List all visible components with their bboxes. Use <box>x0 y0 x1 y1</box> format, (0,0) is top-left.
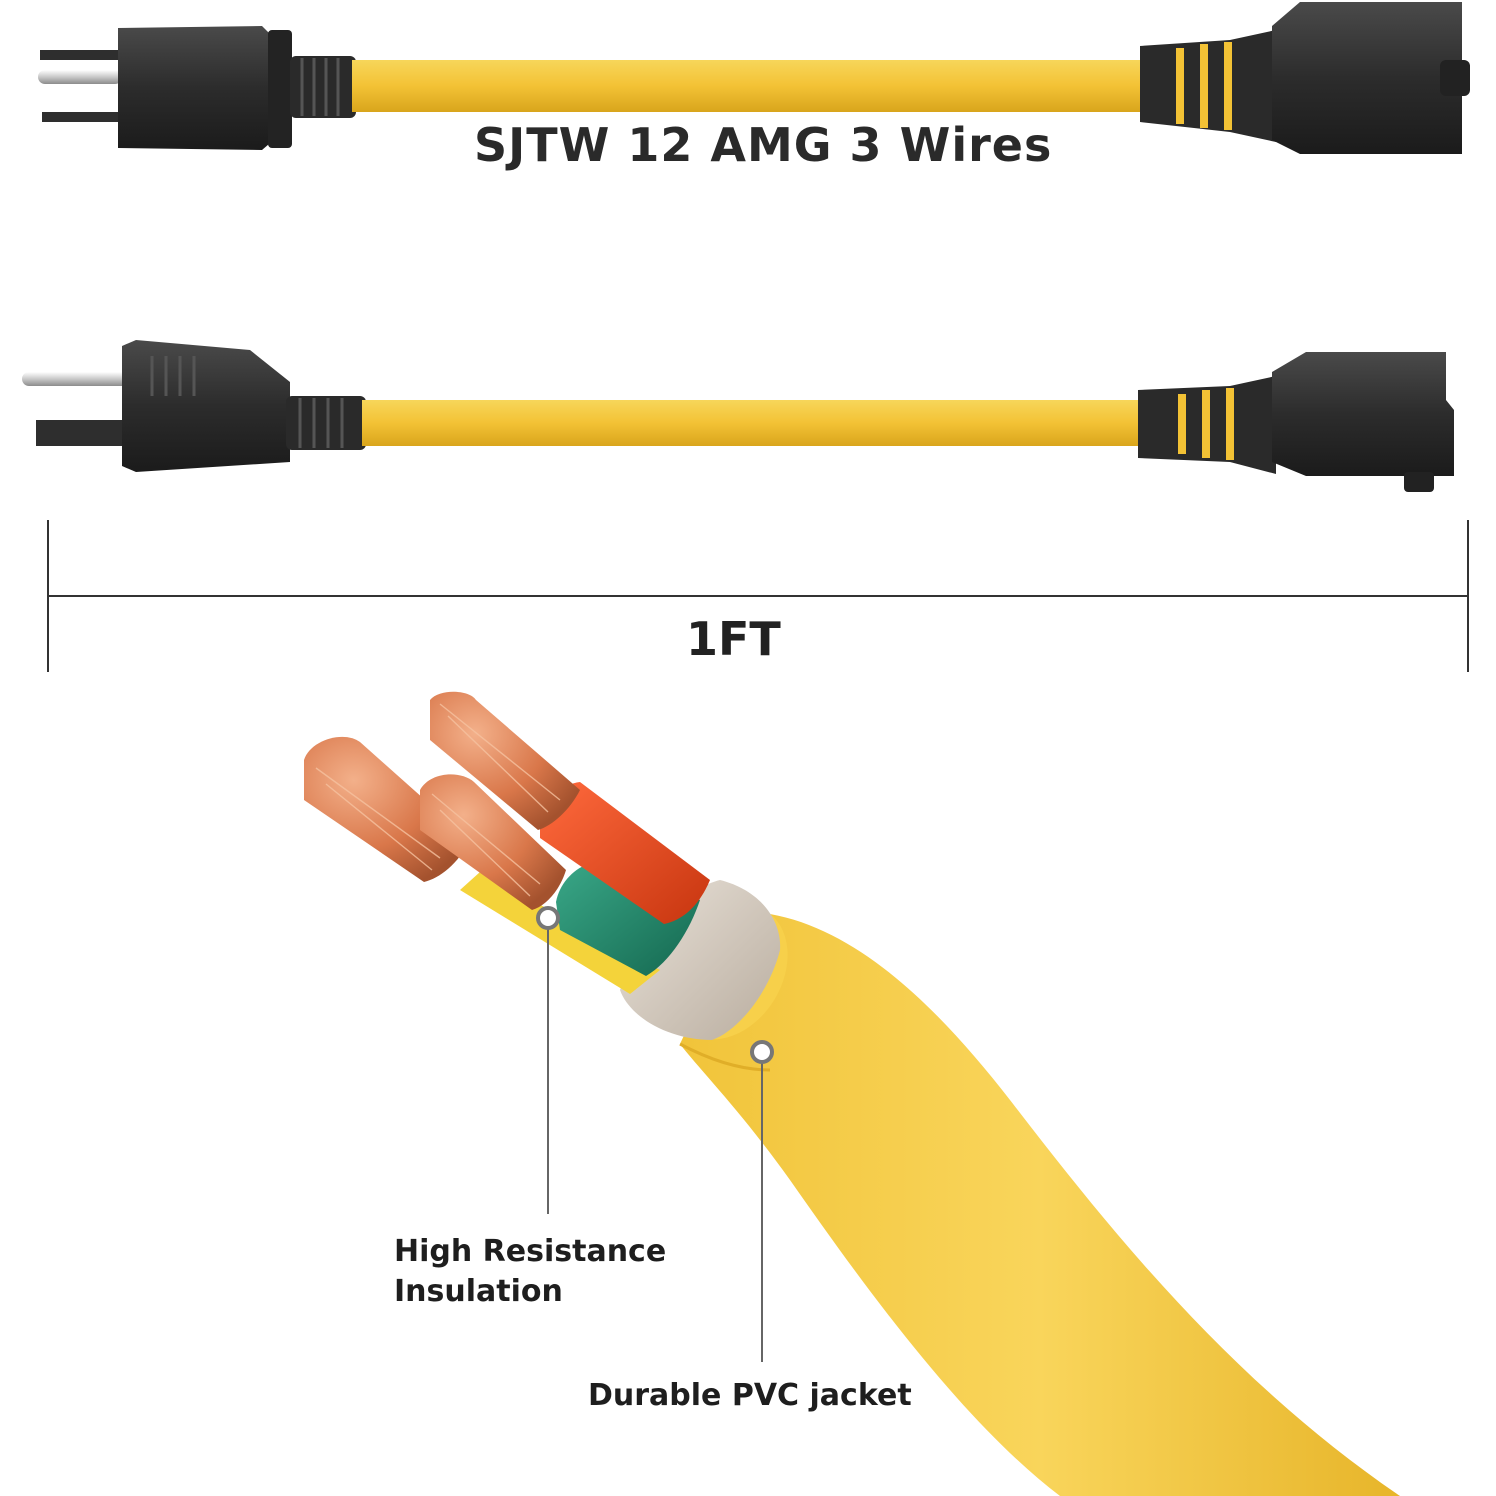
red-wire-insulation <box>540 782 710 924</box>
top-connector-latch <box>1440 60 1470 96</box>
top-plug-prong-ground <box>38 70 122 84</box>
middle-plug-body <box>122 340 290 472</box>
top-plug-prong-upper <box>40 50 122 60</box>
top-plug-body <box>118 26 276 150</box>
middle-plug-prong-ground <box>22 372 130 386</box>
copper-strand-left <box>304 736 470 882</box>
cord-length-label: 1FT <box>686 612 781 666</box>
paper-filler-wrap <box>620 880 781 1040</box>
jacket-callout-dot <box>750 1040 774 1064</box>
middle-connector-strain-relief <box>1138 376 1276 474</box>
insulation-callout-label: High Resistance Insulation <box>394 1234 667 1309</box>
middle-connector-latch <box>1404 472 1434 492</box>
top-extension-cord <box>38 2 1470 154</box>
copper-conductors <box>304 691 580 910</box>
top-plug-collar <box>268 30 292 148</box>
middle-plug-prong-blade <box>36 420 130 446</box>
length-dimension <box>47 520 1469 672</box>
middle-plug-ridges <box>150 356 196 396</box>
jacket-callout-label: Durable PVC jacket <box>588 1378 912 1413</box>
cord-spec-label: SJTW 12 AMG 3 Wires <box>474 118 1053 172</box>
top-connector-strain-relief <box>1140 30 1276 142</box>
cable-cross-section <box>304 691 1400 1496</box>
middle-cord-cable <box>362 400 1146 446</box>
top-connector-body <box>1272 2 1462 154</box>
top-plug-strain-relief <box>290 56 356 118</box>
yellow-wire-insulation <box>460 872 660 994</box>
middle-extension-cord <box>22 340 1454 492</box>
top-cord-cable <box>352 60 1148 112</box>
middle-plug-strain-relief <box>286 396 366 450</box>
middle-connector-body <box>1272 352 1454 476</box>
insulation-callout-dot <box>536 906 560 930</box>
top-plug-prong-lower <box>42 112 122 122</box>
outer-pvc-jacket <box>680 914 1400 1496</box>
